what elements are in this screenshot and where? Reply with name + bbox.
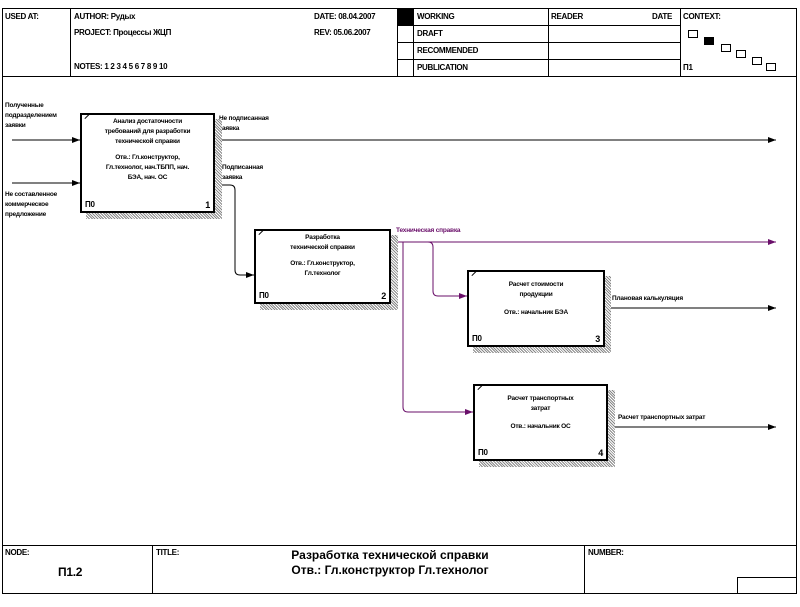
arrow-tech-ref-to-3 [427, 241, 467, 299]
context-box-icon [688, 30, 698, 38]
rev: REV: 05.06.2007 [314, 28, 371, 37]
divider [397, 42, 680, 43]
box-node: П0 [472, 334, 482, 343]
box-title: Разработка технической справки [290, 234, 355, 251]
activity-box-3[interactable]: Расчет стоимости продукции Отв.: начальн… [467, 266, 605, 347]
box-title: Анализ достаточности требований для разр… [104, 118, 191, 145]
activity-box-4[interactable]: Расчет транспортных затрат Отв.: начальн… [473, 380, 608, 461]
box-node: П0 [478, 448, 488, 457]
context-box-icon [721, 44, 731, 52]
diagram-title: Разработка технической справки Отв.: Гл.… [200, 548, 580, 578]
activity-box-2[interactable]: Разработка технической справки Отв.: Гл.… [254, 225, 391, 304]
box-node: П0 [259, 291, 269, 300]
box-title: Расчет стоимости продукции [508, 281, 564, 298]
arrow-signed-request [214, 184, 254, 278]
status-working: WORKING [417, 12, 455, 21]
used-at-label: USED AT: [5, 12, 39, 21]
working-marker [397, 8, 413, 25]
box-number: 2 [381, 291, 386, 301]
box-node: П0 [85, 200, 95, 209]
box-resp: Отв.: начальник ОС [510, 423, 571, 430]
label-signed: Подписанная заявка [222, 164, 263, 181]
page-number-box [737, 577, 796, 593]
status-draft: DRAFT [417, 29, 443, 38]
number-label: NUMBER: [588, 548, 624, 557]
context-box-icon [766, 63, 776, 71]
context-box-icon [736, 50, 746, 58]
box-resp: Отв.: начальник БЭА [504, 309, 568, 316]
node-label: NODE: [5, 548, 30, 557]
divider [584, 545, 585, 593]
title-label: TITLE: [156, 548, 180, 557]
notes: NOTES: 1 2 3 4 5 6 7 8 9 10 [74, 62, 168, 71]
divider [70, 8, 71, 76]
box-resp: Отв.: Гл.конструктор, Гл.технолог, нач.Т… [105, 154, 190, 181]
label-plan-calc: Плановая калькуляция [612, 295, 683, 302]
divider [397, 59, 680, 60]
context-box-current-icon [704, 37, 714, 45]
author: AUTHOR: Рудых [74, 12, 136, 21]
divider [397, 25, 680, 26]
arrow-tech-ref-to-4 [402, 242, 473, 415]
divider [680, 8, 681, 76]
box-number: 1 [205, 200, 210, 210]
label-in2: Не составленное коммерческое предложение [5, 191, 58, 218]
box-title: Расчет транспортных затрат [507, 395, 574, 412]
label-transport: Расчет транспортных затрат [618, 414, 706, 421]
status-recommended: RECOMMENDED [417, 46, 479, 55]
box-resp: Отв.: Гл.конструктор, Гл.технолог [290, 260, 355, 277]
header-divider [2, 76, 797, 77]
title-line-1: Разработка технической справки [291, 548, 489, 562]
reader-label: READER [551, 12, 583, 21]
status-publication: PUBLICATION [417, 63, 468, 72]
box-number: 3 [595, 334, 600, 344]
project: PROJECT: Процессы ЖЦП [74, 28, 172, 37]
footer-divider [2, 545, 797, 546]
divider [152, 545, 153, 593]
label-in1: Полученные подразделением заявки [5, 102, 57, 129]
title-line-2: Отв.: Гл.конструктор Гл.технолог [291, 563, 489, 577]
activity-box-1[interactable]: Анализ достаточности требований для разр… [80, 109, 215, 213]
context-node: П1 [683, 63, 693, 72]
label-unsigned: Не подписанная заявка [219, 115, 269, 132]
context-box-icon [752, 57, 762, 65]
date: DATE: 08.04.2007 [314, 12, 376, 21]
node-value: П1.2 [58, 565, 83, 579]
context-label: CONTEXT: [683, 12, 721, 21]
box-number: 4 [598, 448, 603, 458]
reader-date-label: DATE [652, 12, 672, 21]
label-tech-ref: Техническая справка [396, 227, 461, 234]
